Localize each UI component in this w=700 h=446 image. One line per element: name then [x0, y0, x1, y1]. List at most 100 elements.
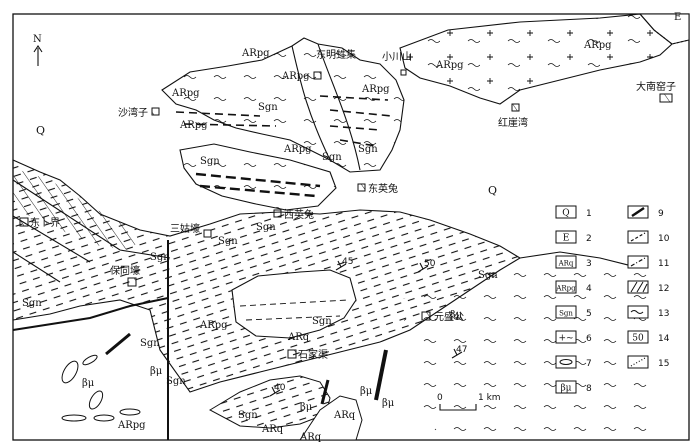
northern-granite-belt: [399, 13, 673, 105]
unit-label-sgn: Sgn: [22, 298, 42, 309]
legend-symbol: [559, 359, 573, 365]
north-label: N: [33, 34, 42, 45]
unit-label-arpg: ARpg: [583, 40, 612, 51]
legend-number: 7: [586, 359, 592, 369]
unit-label-arq: ARq: [299, 432, 322, 443]
unit-label-arpg: ARpg: [171, 88, 200, 99]
unit-label-arpg: ARpg: [117, 420, 146, 431]
legend-swatch: [627, 280, 649, 294]
legend-number: 1: [586, 209, 592, 219]
unit-label-arpg: ARpg: [361, 84, 390, 95]
place-label: 元盛公: [434, 310, 464, 323]
legend-number: 6: [586, 334, 592, 344]
legend-symbol: [630, 232, 646, 242]
unit-label-sgn: Sgn: [256, 222, 276, 233]
place-label: 东卜界: [30, 216, 60, 229]
unit-label-q: Q: [36, 124, 45, 137]
legend-symbol: [630, 281, 648, 293]
legend-number: 8: [586, 384, 592, 394]
place-label: 红崖湾: [498, 116, 528, 129]
north-arrow-icon: [33, 45, 43, 66]
legend-number: 13: [658, 309, 669, 319]
legend-symbol: [630, 310, 644, 314]
legend-number: 3: [586, 259, 592, 269]
place-label: 石家渠: [298, 348, 328, 361]
unit-label-sgn: Sgn: [200, 156, 220, 167]
legend-number: 9: [658, 209, 664, 219]
dip-value: 45: [342, 257, 353, 267]
dip-value: 47: [456, 345, 467, 355]
legend-swatch: [627, 230, 649, 244]
place-label: 东明甡集: [316, 48, 356, 61]
unit-label-sgn: Sgn: [166, 376, 186, 387]
unit-label-sgn: Sgn: [478, 270, 498, 281]
unit-label-bmu: βμ: [382, 398, 395, 409]
inner-arpg-lens: [231, 269, 357, 339]
legend-symbol: 50: [632, 334, 644, 344]
legend-number: 12: [658, 284, 669, 294]
unit-label-arq: ARq: [287, 332, 310, 343]
legend-swatch: [627, 330, 649, 344]
scale-label: 1 km: [478, 393, 501, 403]
place-label: 保同壕: [110, 264, 140, 277]
unit-label-arpg: ARpg: [283, 144, 312, 155]
unit-label-arpg: ARpg: [435, 60, 464, 71]
legend-swatch: [555, 380, 577, 394]
unit-label-arq: ARq: [261, 424, 284, 435]
legend-symbol: Sgn: [559, 310, 573, 318]
dip-value: 50: [424, 259, 436, 269]
unit-label-sgn: Sgn: [238, 410, 258, 421]
unit-label-sgn: Sgn: [218, 236, 238, 247]
legend-swatch: [555, 255, 577, 269]
legend-number: 10: [658, 234, 670, 244]
unit-label-bmu: βμ: [82, 378, 95, 389]
unit-label-bmu: βμ: [150, 366, 163, 377]
place-label: 三姑壕: [170, 222, 200, 235]
unit-label-bmu: βμ: [360, 386, 373, 397]
legend-number: 11: [658, 259, 669, 269]
legend-swatch: [627, 355, 649, 369]
legend-number: 15: [658, 359, 669, 369]
place-label: 东英兔: [368, 182, 398, 195]
dike-1: [374, 349, 388, 401]
place-label: 沙湾子: [118, 106, 148, 119]
legend-number: 5: [586, 309, 592, 319]
place-label: 小川山: [382, 51, 412, 63]
legend-swatch: [627, 305, 649, 319]
legend-swatch: [555, 205, 577, 219]
legend-swatch: [555, 280, 577, 294]
legend-swatch: [627, 255, 649, 269]
legend-symbol: [631, 207, 645, 217]
scale-zero: 0: [437, 393, 443, 403]
legend-symbol: ARpg: [555, 285, 576, 293]
scale-bar: 0 1 km: [437, 393, 501, 411]
unit-label-arq: ARq: [333, 410, 356, 421]
unit-label-arpg: ARpg: [241, 48, 270, 59]
unit-label-sgn: Sgn: [258, 102, 278, 113]
unit-label-arpg: ARpg: [199, 320, 228, 331]
legend-symbol: [630, 257, 646, 267]
unit-label-sgn: Sgn: [312, 316, 332, 327]
unit-label-bmu: βμ: [450, 310, 463, 321]
dip-value: 40: [274, 383, 286, 393]
legend-symbol: ARq: [558, 260, 574, 268]
unit-label-sgn: Sgn: [358, 144, 378, 155]
dongyingtu-lens: [179, 143, 337, 211]
legend-swatch: [555, 230, 577, 244]
legend-number: 4: [586, 284, 592, 294]
legend-swatch: [555, 305, 577, 319]
unit-label-e1: E: [674, 12, 681, 23]
legend-symbol: βμ: [560, 384, 571, 394]
unit-label-arpg: ARpg: [281, 71, 310, 82]
unit-label-sgn: Sgn: [322, 152, 342, 163]
unit-label-bmu: βμ: [300, 402, 313, 413]
legend-symbol: Q: [562, 209, 569, 219]
legend-number: 14: [658, 334, 670, 344]
legend-symbol: E: [563, 234, 570, 244]
place-label: 大南窑子: [636, 80, 676, 93]
unit-label-sgn: Sgn: [140, 338, 160, 349]
legend-swatch: [555, 355, 577, 369]
